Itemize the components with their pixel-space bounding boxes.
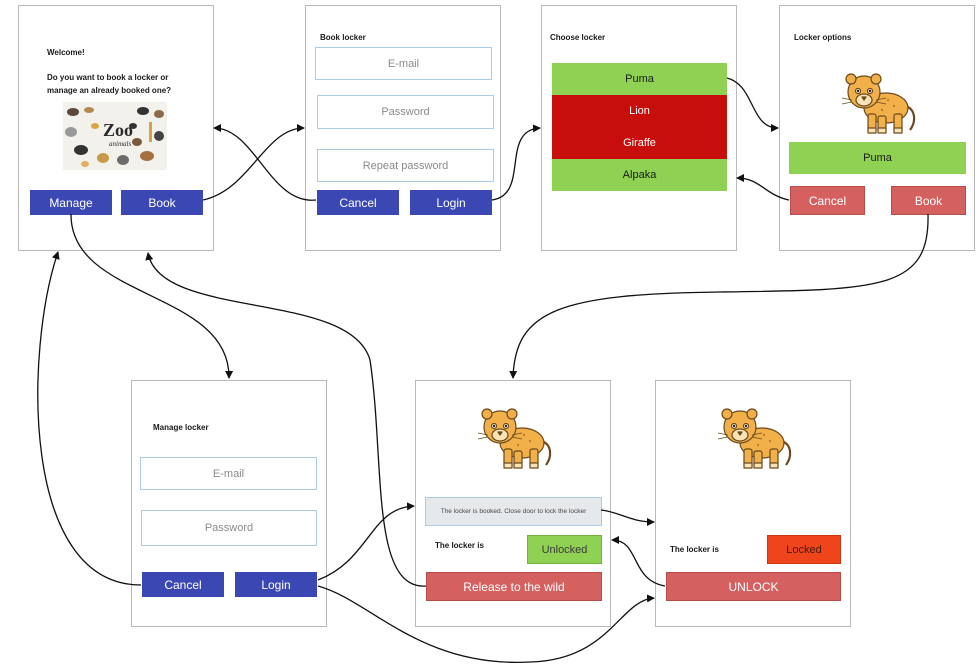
login-button[interactable]: Login: [235, 572, 317, 597]
locker-status-label: The locker is: [670, 545, 719, 554]
manage-button[interactable]: Manage: [30, 190, 112, 215]
selected-animal-label: Puma: [789, 142, 966, 174]
email-field[interactable]: E-mail: [140, 457, 317, 490]
connector-login-to-locked: [317, 585, 655, 663]
puma-illustration: [477, 408, 552, 469]
manage-locker-title: Manage locker: [153, 423, 209, 432]
locker-options-title: Locker options: [794, 33, 852, 42]
connector-book-cancel-to-welcome: [213, 124, 317, 201]
release-to-the-wild-button[interactable]: Release to the wild: [426, 572, 602, 601]
book-locker-screen: Book locker E-mail Password Repeat passw…: [305, 5, 501, 251]
locker-locked-screen: The locker is Locked UNLOCK: [655, 380, 851, 627]
puma-image: [838, 70, 918, 138]
cancel-button[interactable]: Cancel: [790, 186, 865, 215]
repeat-password-field[interactable]: Repeat password: [317, 149, 494, 182]
welcome-screen: Welcome! Do you want to book a locker or…: [18, 5, 214, 251]
cancel-button[interactable]: Cancel: [317, 190, 399, 215]
locker-item-lion[interactable]: Lion: [552, 95, 727, 127]
puma-illustration: [841, 73, 916, 134]
connector-options-cancel-to-choose: [736, 174, 790, 201]
password-field[interactable]: Password: [317, 95, 494, 129]
cancel-button[interactable]: Cancel: [142, 572, 224, 597]
connector-puma-to-locker-options: [726, 77, 779, 132]
connector-book-to-book-locker: [202, 124, 305, 201]
book-locker-title: Book locker: [320, 33, 366, 42]
locker-unlocked-screen: The locker is booked. Close door to lock…: [415, 380, 611, 627]
choose-locker-title: Choose locker: [550, 33, 606, 42]
manage-locker-screen: Manage locker E-mail Password Cancel Log…: [131, 380, 327, 627]
welcome-question: Do you want to book a locker or manage a…: [47, 73, 172, 95]
email-field[interactable]: E-mail: [315, 47, 492, 80]
locker-status-badge: Unlocked: [527, 535, 602, 564]
puma-image: [714, 405, 794, 473]
welcome-title: Welcome!: [47, 48, 85, 57]
connector-notice-to-locked: [600, 509, 655, 526]
connector-manage-cancel-to-welcome: [37, 251, 142, 586]
puma-illustration: [717, 408, 792, 469]
locker-booked-notice: The locker is booked. Close door to lock…: [425, 497, 602, 526]
puma-image: [474, 405, 554, 473]
connector-login-to-unlocked: [317, 502, 415, 581]
zoo-logo-subtext: animals: [109, 140, 131, 148]
locker-item-giraffe[interactable]: Giraffe: [552, 127, 727, 159]
zoo-logo-text: Zoo: [103, 120, 133, 140]
locker-item-puma[interactable]: Puma: [552, 63, 727, 95]
choose-locker-screen: Choose locker Puma Lion Giraffe Alpaka: [541, 5, 737, 251]
book-button[interactable]: Book: [121, 190, 203, 215]
connector-unlock-to-unlocked: [611, 536, 666, 587]
zoo-logo-image: Zoo animals: [63, 102, 167, 170]
connector-release-to-welcome: [145, 252, 427, 587]
locker-status-label: The locker is: [435, 541, 484, 550]
login-button[interactable]: Login: [410, 190, 492, 215]
locker-item-alpaka[interactable]: Alpaka: [552, 159, 727, 191]
connector-login-to-choose-locker: [491, 124, 541, 201]
unlock-button[interactable]: UNLOCK: [666, 572, 841, 601]
password-field[interactable]: Password: [141, 510, 317, 546]
locker-status-badge: Locked: [767, 535, 841, 564]
locker-options-screen: Locker options: [779, 5, 975, 251]
connector-manage-to-manage-locker: [70, 213, 234, 379]
connector-options-book-to-unlocked: [509, 213, 929, 379]
